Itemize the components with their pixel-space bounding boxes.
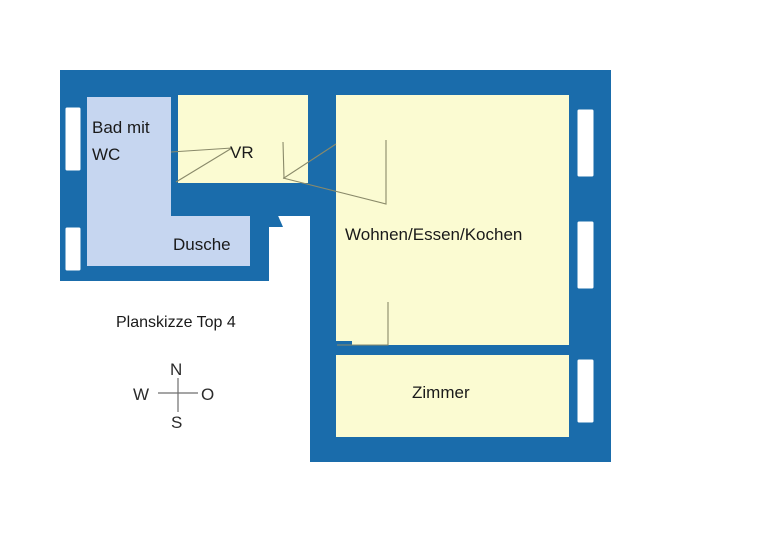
wall-left-wing-bottom xyxy=(60,266,269,281)
room-label-bad-mit-wc-line1: Bad mit xyxy=(92,118,150,137)
wall-vr-living-upper xyxy=(308,95,336,183)
compass-label-east: O xyxy=(201,385,214,404)
room-label-wohnen-essen-kochen: Wohnen/Essen/Kochen xyxy=(345,225,522,244)
wall-bad-vr-divider xyxy=(171,97,178,200)
window-east-upper xyxy=(577,109,594,177)
room-label-bad-mit-wc-line2: WC xyxy=(92,145,120,164)
window-west-upper xyxy=(65,107,81,171)
window-east-middle xyxy=(577,221,594,289)
window-west-lower xyxy=(65,227,81,271)
door-swings xyxy=(170,140,389,346)
compass-rose: N S W O xyxy=(133,360,214,432)
compass-label-south: S xyxy=(171,413,182,432)
room-label-vr: VR xyxy=(230,143,254,162)
room-fill-zimmer xyxy=(336,355,569,437)
room-fill-bad-mit-wc xyxy=(87,97,250,266)
entrance-arrow-icon xyxy=(261,202,283,227)
wall-living-west xyxy=(310,182,336,437)
windows xyxy=(65,107,594,423)
wall-south-outer xyxy=(336,437,569,462)
room-fill-wohnen-essen-kochen xyxy=(336,95,569,345)
room-fills xyxy=(87,95,569,437)
door-swing-wohnen-zimmer xyxy=(337,302,389,346)
wall-vr-south xyxy=(171,190,270,216)
room-label-zimmer: Zimmer xyxy=(412,383,470,402)
window-east-lower xyxy=(577,359,594,423)
compass-label-north: N xyxy=(170,360,182,379)
compass-label-west: W xyxy=(133,385,149,404)
room-label-dusche: Dusche xyxy=(173,235,231,254)
door-swing-living-entry xyxy=(282,140,387,205)
door-swing-bad-vr xyxy=(170,147,233,183)
wall-wohnen-zimmer-partition xyxy=(336,345,569,355)
plan-caption: Planskizze Top 4 xyxy=(116,314,236,331)
room-fill-vr xyxy=(178,95,308,190)
